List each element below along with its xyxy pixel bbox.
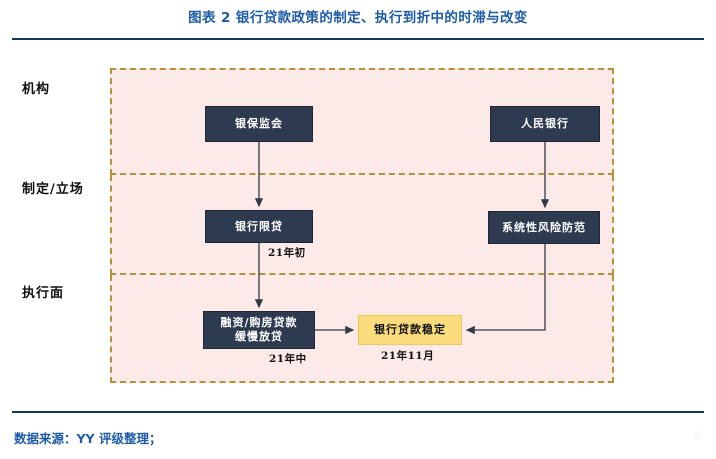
band-policy-label: 制定/立场 — [22, 182, 84, 197]
page-title: 图表 2 银行贷款政策的制定、执行到折中的时滞与改变 — [188, 10, 528, 26]
band-institution-label: 机构 — [22, 82, 51, 97]
band-institution — [110, 68, 614, 175]
node-bank-loan-stable[interactable]: 银行贷款稳定 — [358, 315, 462, 345]
data-source-note: 数据来源：YY 评级整理； — [14, 431, 162, 446]
node-slow-line1: 融资/购房贷款 — [220, 316, 298, 330]
edge-label-nov21: 21年11月 — [381, 350, 435, 362]
node-slow-mortgage-lending[interactable]: 融资/购房贷款 缓慢放贷 — [203, 311, 315, 349]
band-execution-label: 执行面 — [22, 286, 65, 301]
node-bank-loan-limit[interactable]: 银行限贷 — [205, 210, 313, 243]
node-slow-line2: 缓慢放贷 — [235, 330, 283, 343]
edge-label-early21: 21年初 — [268, 247, 306, 259]
node-systemic-risk-prevention[interactable]: 系统性风险防范 — [488, 211, 600, 244]
band-policy — [110, 175, 614, 275]
edge-label-mid21: 21年中 — [269, 353, 307, 365]
node-pboc[interactable]: 人民银行 — [490, 106, 600, 142]
band-execution — [110, 275, 614, 383]
page-number: 8 — [693, 430, 700, 442]
header-divider — [12, 38, 704, 40]
node-cbirc[interactable]: 银保监会 — [205, 106, 313, 142]
footer-divider — [12, 411, 704, 413]
